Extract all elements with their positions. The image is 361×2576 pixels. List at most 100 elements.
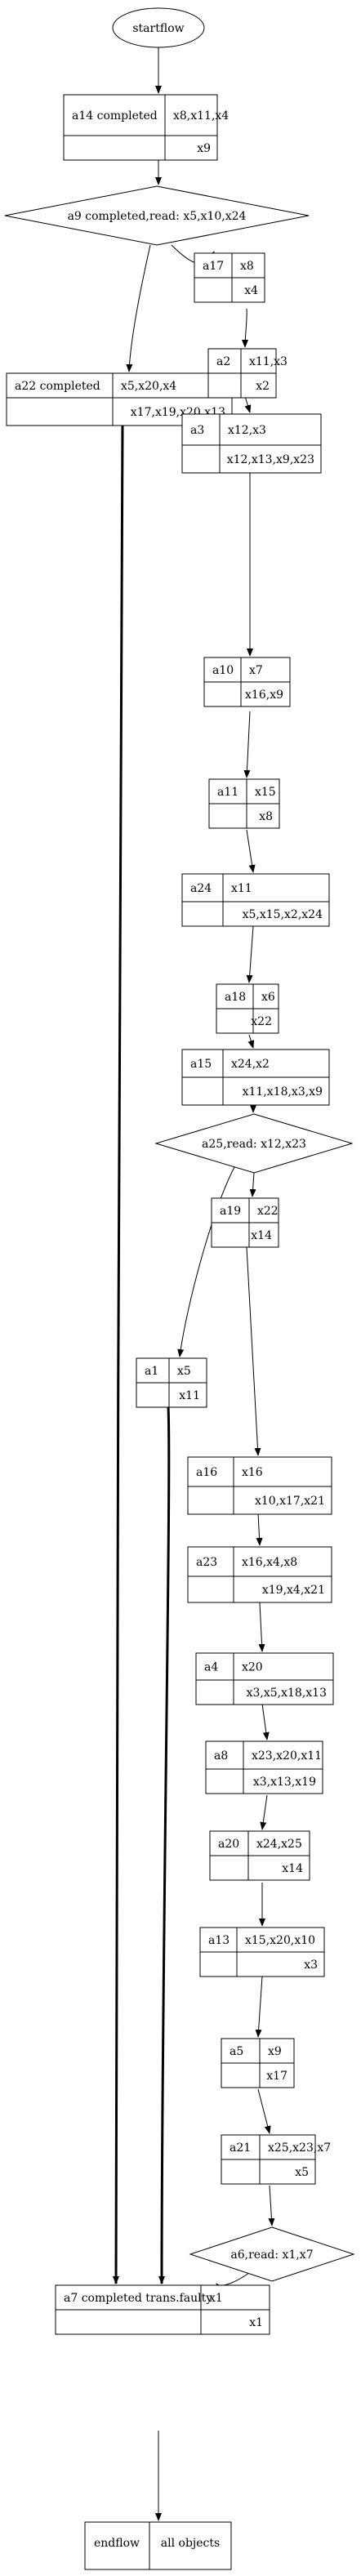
edge [260, 1794, 268, 1830]
node-outputs: x3,x13,x19 [253, 1776, 316, 1789]
node-label: a8 [214, 1749, 228, 1763]
node-label: a14 completed [72, 109, 158, 123]
node-inputs: x24,x25 [256, 1838, 302, 1851]
end-label: endflow [94, 2537, 140, 2550]
node-inputs: x8,x11,x4 [173, 109, 229, 123]
decision-a9: a9 completed,read: x5,x10,x24 [4, 185, 310, 246]
edge [112, 425, 124, 2284]
node-inputs: x5,x20,x4 [121, 380, 176, 393]
node-label: a7 completed trans.faulty [64, 2292, 212, 2305]
node-outputs: x1 [249, 2316, 263, 2329]
edge [242, 308, 249, 348]
node-inputs: x8 [240, 260, 254, 273]
node-outputs: x14 [282, 1862, 303, 1875]
node-label: a18 [225, 991, 246, 1004]
edge [177, 1165, 236, 1357]
node-outputs: x14 [251, 1229, 272, 1242]
decision-label: a25,read: x12,x23 [202, 1138, 306, 1151]
node-label: a22 completed [15, 380, 100, 393]
node-label: a17 [203, 260, 224, 273]
node-a1: a1 x5 x11 [136, 1357, 207, 1408]
edge [243, 711, 251, 778]
node-label: a13 [208, 1934, 230, 1947]
node-outputs: x17 [266, 2070, 287, 2083]
node-a4: a4 x20 x3,x5,x18,x13 [195, 1652, 334, 1705]
node-label: a3 [190, 424, 204, 437]
node-inputs: x16,x4,x8 [242, 1556, 297, 1569]
node-a19: a19 x22 x14 [211, 1197, 279, 1248]
node-inputs: x7 [249, 664, 263, 677]
start-node: startflow [112, 7, 205, 48]
node-inputs: x20 [242, 1661, 263, 1674]
node-inputs: x6 [261, 991, 275, 1004]
node-label: a23 [196, 1556, 217, 1569]
edge [249, 1172, 256, 1197]
node-label: a2 [216, 355, 230, 368]
node-inputs: x24,x2 [231, 1058, 270, 1071]
node-outputs: x5,x15,x2,x24 [243, 908, 323, 921]
end-objects: all objects [161, 2537, 220, 2550]
node-label: a24 [190, 882, 212, 895]
edge [261, 1703, 270, 1740]
node-label: a11 [217, 786, 238, 799]
edge [258, 1602, 265, 1652]
node-outputs: x11,x18,x3,x9 [243, 1085, 323, 1099]
node-inputs: x22 [257, 1205, 279, 1218]
edge [255, 1976, 263, 2038]
node-outputs: x16,x9 [245, 689, 283, 702]
node-inputs: x11,x3 [249, 355, 287, 368]
node-label: a15 [190, 1058, 212, 1071]
node-label: a1 [145, 1365, 158, 1378]
end-node: endflow all objects [84, 2521, 232, 2570]
node-inputs: x1 [209, 2292, 223, 2305]
edge [244, 395, 252, 413]
node-label: a4 [204, 1661, 218, 1674]
node-a14: a14 completed x8,x11,x4 x9 [63, 94, 229, 161]
node-outputs: x19,x4,x21 [262, 1584, 325, 1597]
node-a8: a8 x23,x20,x11 x3,x13,x19 [205, 1740, 323, 1794]
node-inputs: x25,x23,x7 [268, 2141, 331, 2155]
node-a2: a2 x11,x3 x2 [207, 348, 287, 399]
node-outputs: x10,x17,x21 [255, 1495, 325, 1508]
decision-label: a6,read: x1,x7 [230, 2248, 313, 2262]
node-inputs: x15,x20,x10 [245, 1934, 315, 1947]
node-outputs: x5 [295, 2166, 309, 2179]
node-label: a21 [230, 2141, 251, 2155]
node-outputs: x22 [251, 1015, 272, 1028]
node-a23: a23 x16,x4,x8 x19,x4,x21 [187, 1546, 332, 1603]
node-inputs: x15 [255, 786, 276, 799]
node-a21: a21 x25,x23,x7 x5 [221, 2134, 331, 2185]
edge [158, 1406, 171, 2284]
edge [247, 1034, 255, 1049]
node-inputs: x16 [242, 1466, 263, 1479]
node-inputs: x23,x20,x11 [252, 1749, 322, 1763]
edge [256, 1512, 263, 1546]
edge [246, 829, 256, 873]
node-outputs: x12,x13,x9,x23 [227, 453, 314, 466]
node-label: a20 [218, 1838, 239, 1851]
node-outputs: x9 [197, 142, 211, 155]
decision-label: a9 completed,read: x5,x10,x24 [68, 210, 247, 223]
node-label: a19 [220, 1205, 241, 1218]
node-outputs: x3,x5,x18,x13 [247, 1687, 327, 1700]
edge [216, 2272, 250, 2292]
node-a18: a18 x6 x22 [216, 983, 279, 1034]
node-inputs: x5 [177, 1365, 191, 1378]
node-outputs: x2 [256, 380, 270, 393]
edge [257, 2088, 271, 2134]
edge [126, 244, 151, 372]
node-inputs: x9 [268, 2045, 282, 2058]
node-outputs: x11 [179, 1389, 200, 1402]
edge [268, 2185, 275, 2226]
start-label: startflow [132, 22, 184, 35]
decision-a25: a25,read: x12,x23 [154, 1113, 354, 1174]
